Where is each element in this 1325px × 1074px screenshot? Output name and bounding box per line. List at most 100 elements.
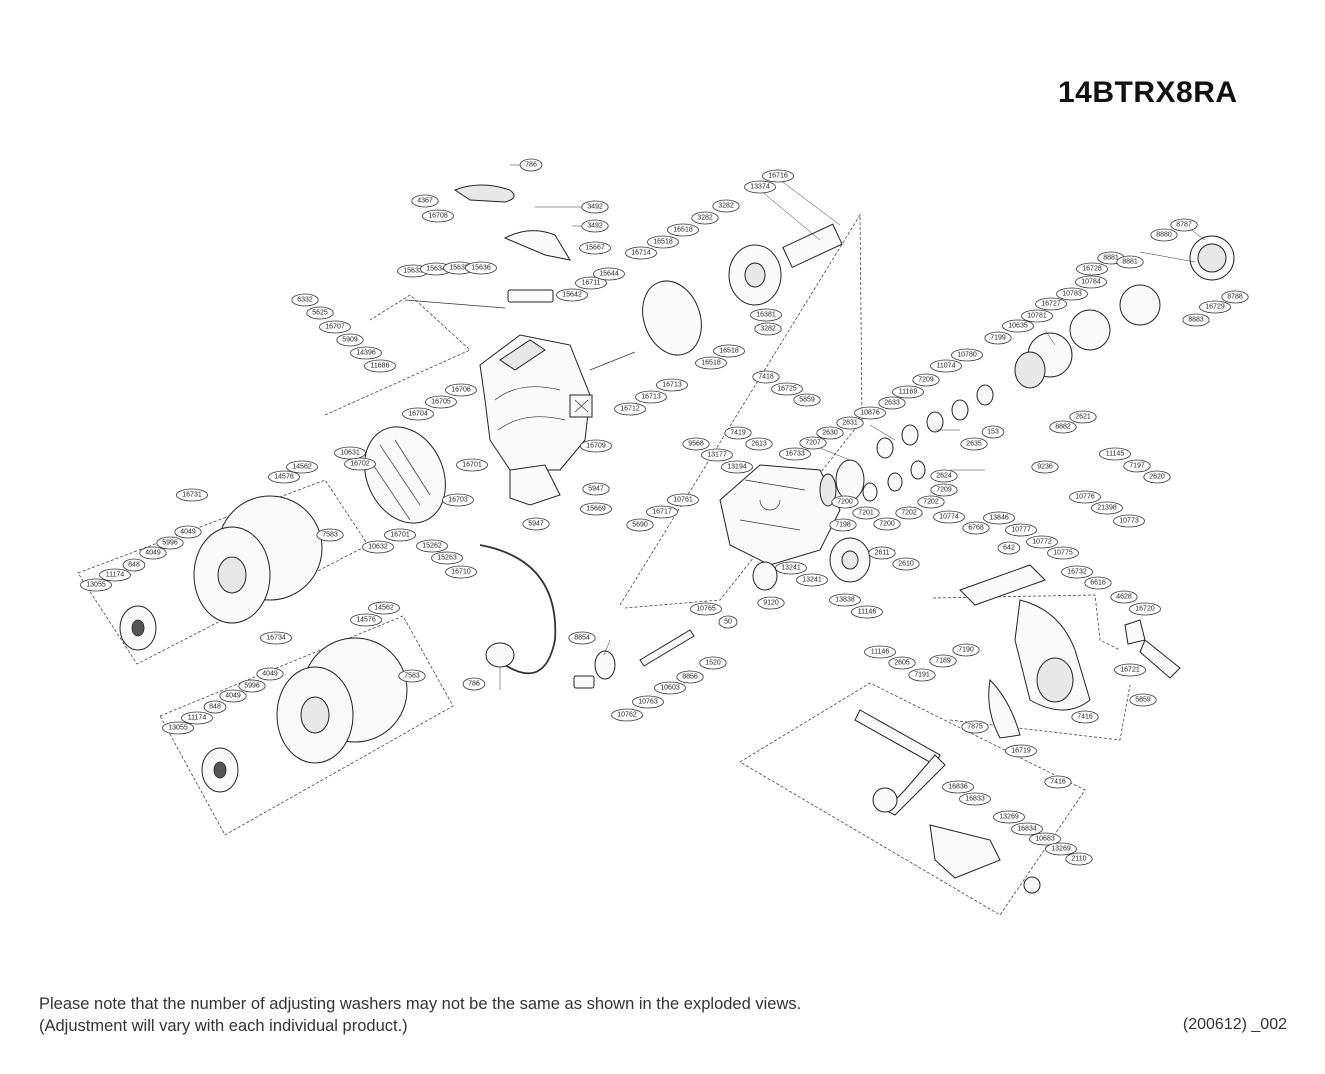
callout-848: 848 [122,558,146,572]
callout-7189: 7189 [929,654,957,668]
callout-13846: 13846 [983,511,1015,525]
callout-16734: 16734 [260,631,292,645]
callout-16705: 16705 [425,395,457,409]
callout-2611: 2611 [868,546,896,560]
callout-bubble [667,493,699,507]
callout-2633: 2633 [878,396,906,410]
callout-2610: 2610 [892,557,920,571]
part-number-label: 15636 [471,265,491,272]
callout-bubble [1091,501,1123,515]
callout-bubble [724,426,752,440]
callout-bubble [1150,228,1178,242]
callout-10635: 10635 [1002,319,1034,333]
callout-8881: 8881 [1116,255,1144,269]
callout-bubble [796,573,828,587]
part-number-label: 16714 [631,250,651,257]
callout-bubble [425,395,457,409]
callout-16711: 16711 [575,276,607,290]
part-number-label: 786 [468,681,480,688]
callout-16702: 16702 [344,457,376,471]
callout-7209: 7209 [912,373,940,387]
callout-bubble [445,565,477,579]
callout-bubble [181,711,213,725]
callout-16713: 16713 [656,378,688,392]
callout-16731: 16731 [176,488,208,502]
callout-bubble [611,708,643,722]
callout-2620: 2620 [1143,470,1171,484]
part-number-label: 11074 [937,363,956,370]
part-number-label: 16712 [620,406,640,413]
part-number-label: 16707 [325,324,345,331]
callout-bubble [1045,842,1077,856]
callout-10763: 10763 [632,695,664,709]
callout-bubble [960,437,988,451]
callout-bubble [156,536,184,550]
part-number-label: 2624 [936,473,952,480]
callout-bubble [416,539,448,553]
callout-bubble [750,308,782,322]
callout-10876: 10876 [854,406,886,420]
part-number-label: 13269 [1051,846,1071,853]
callout-10603: 10603 [654,681,686,695]
part-number-label: 8881 [1122,259,1138,266]
callout-bubble [984,331,1012,345]
part-number-label: 4628 [1116,594,1132,601]
callout-5859: 5859 [1129,693,1157,707]
callout-5690: 5690 [626,518,654,532]
part-number-label: 11145 [1106,451,1125,458]
part-number-label: 14576 [356,617,376,624]
part-number-label: 786 [525,162,537,169]
callout-bubble [1011,822,1043,836]
callout-bubble [579,241,611,255]
callout-7201: 7201 [852,506,880,520]
callout-bubble [744,180,776,194]
callout-bubble [336,333,364,347]
callout-bubble [654,681,686,695]
callout-bubble [1123,459,1151,473]
part-number-label: 16709 [586,443,606,450]
part-number-label: 13055 [168,725,188,732]
callout-7190: 7190 [952,643,980,657]
callout-bubble [625,246,657,260]
part-number-label: 2613 [751,441,767,448]
part-number-label: 5947 [528,521,544,528]
callout-bubble [445,383,477,397]
part-number-label: 5909 [342,337,358,344]
callout-bubble [1076,262,1108,276]
part-number-label: 7416 [1077,714,1093,721]
adjusting-washer-note: Please note that the number of adjusting… [39,993,801,1037]
callout-bubble [816,426,844,440]
callout-bubble [1065,852,1093,866]
callout-7200: 7200 [831,495,859,509]
part-number-label: 16732 [1067,569,1087,576]
callout-5947: 5947 [522,517,550,531]
callout-bubble [1005,523,1037,537]
callout-bubble [699,656,727,670]
callout-bubble [682,437,710,451]
part-number-label: 7202 [923,499,939,506]
part-number-label: 11686 [371,363,390,370]
part-number-label: 10762 [617,712,637,719]
part-number-label: 16713 [662,382,682,389]
part-number-label: 2610 [898,561,914,568]
callout-bubble [930,469,958,483]
callout-8856: 8856 [676,670,704,684]
callout-bubble [1071,710,1099,724]
part-number-label: 5690 [632,522,648,529]
part-number-label: 15644 [599,271,619,278]
callout-9120: 9120 [757,596,785,610]
part-number-label: 5996 [244,683,260,690]
part-number-label: 9568 [688,441,704,448]
callout-4049: 4049 [219,689,247,703]
part-number-label: 15667 [585,245,605,252]
callout-10762: 10762 [611,708,643,722]
part-number-label: 7200 [879,521,895,528]
part-number-label: 4049 [262,671,278,678]
part-number-label: 50 [724,619,732,626]
callout-13269: 13269 [993,810,1025,824]
callout-15642: 15642 [556,288,588,302]
callout-15634: 15634 [420,262,452,276]
callout-10683: 10683 [1029,832,1061,846]
note-line-1: Please note that the number of adjusting… [39,995,802,1013]
part-number-label: 11146 [858,609,877,616]
